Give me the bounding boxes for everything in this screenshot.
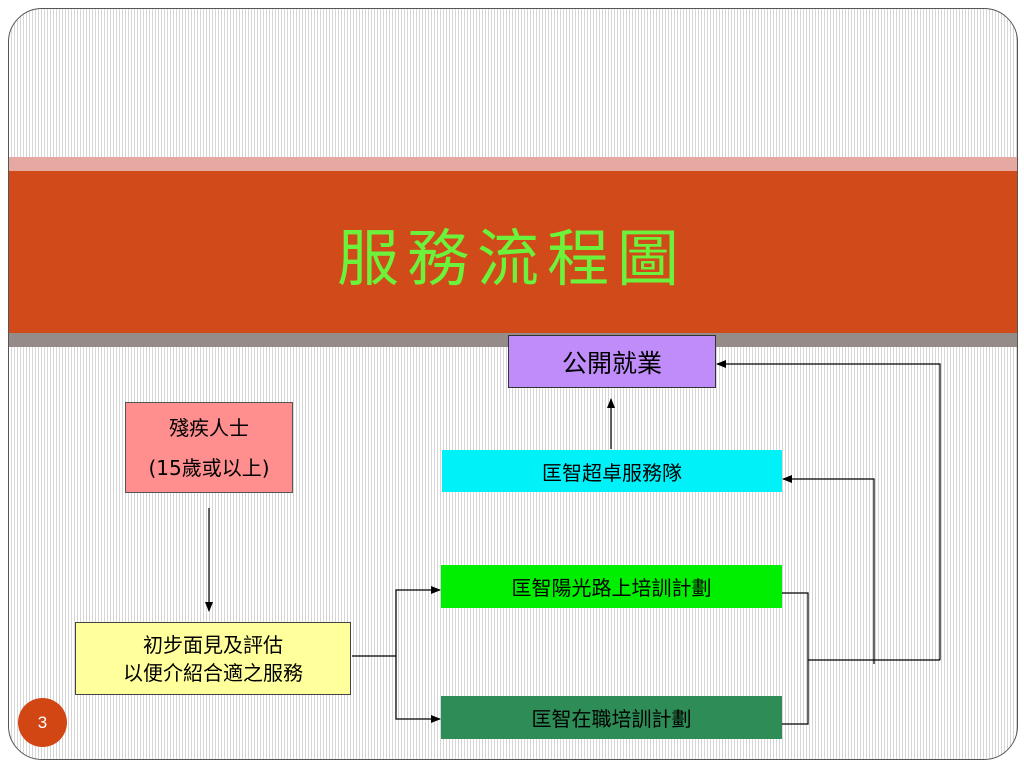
- node-disabled-persons: 殘疾人士 (15歲或以上): [125, 402, 293, 493]
- title-bar: [9, 171, 1017, 333]
- node-open-employment-label: 公開就業: [561, 348, 662, 378]
- title-band-top: [9, 157, 1017, 171]
- node-sunshine-training-label: 匡智陽光路上培訓計劃: [511, 576, 712, 600]
- node-elite-service-team-label: 匡智超卓服務隊: [542, 460, 682, 485]
- node-elite-service-team: 匡智超卓服務隊: [442, 450, 782, 492]
- node-disabled-persons-line2: (15歲或以上): [148, 455, 270, 480]
- node-in-service-training-label: 匡智在職培訓計劃: [531, 707, 692, 731]
- node-assessment: 初步面見及評估 以便介紹合適之服務: [75, 622, 351, 695]
- page-number-badge: 3: [18, 698, 67, 747]
- node-assessment-line2: 以便介紹合適之服務: [123, 660, 303, 685]
- node-disabled-persons-line1: 殘疾人士: [169, 415, 249, 440]
- node-sunshine-training: 匡智陽光路上培訓計劃: [441, 565, 782, 608]
- node-assessment-line1: 初步面見及評估: [143, 632, 283, 657]
- node-in-service-training: 匡智在職培訓計劃: [441, 696, 782, 739]
- slide-title: 服務流程圖: [336, 222, 687, 295]
- node-open-employment: 公開就業: [508, 335, 716, 388]
